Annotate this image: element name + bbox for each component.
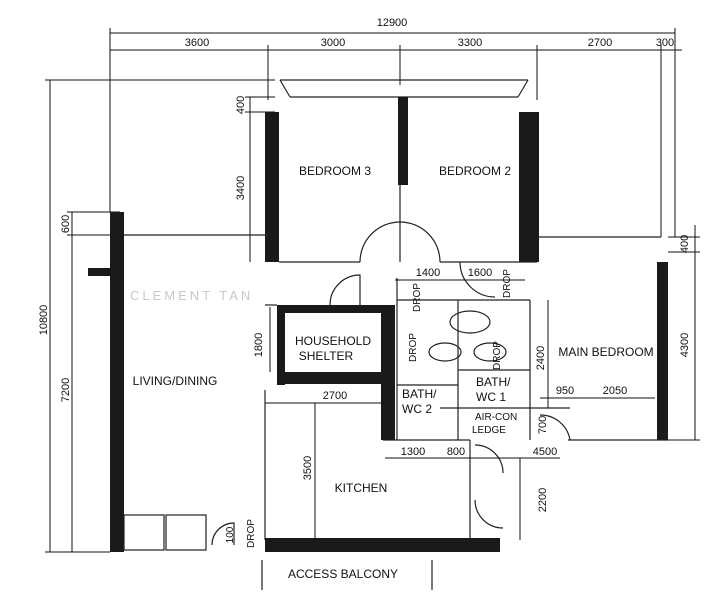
dim-4500: 4500 xyxy=(533,446,557,458)
dim-800: 800 xyxy=(447,446,465,458)
dim-top-5: 300 xyxy=(656,37,674,49)
label-access-balcony: ACCESS BALCONY xyxy=(288,567,398,581)
watermark: CLEMENT TAN xyxy=(130,288,253,303)
label-bath-wc2-a: BATH/ xyxy=(402,387,437,401)
label-bedroom-3: BEDROOM 3 xyxy=(299,164,371,178)
walls xyxy=(88,79,668,590)
dim-right-4300: 4300 xyxy=(679,333,691,357)
door-swings xyxy=(211,221,571,546)
label-household: HOUSEHOLD xyxy=(295,334,371,348)
drop-label: DROP xyxy=(246,519,257,548)
dim-top-2: 3000 xyxy=(321,37,345,49)
dim-2200: 2200 xyxy=(537,488,549,512)
dim-2700: 2700 xyxy=(323,390,347,402)
dim-1800: 1800 xyxy=(253,333,265,357)
dim-100: 100 xyxy=(225,526,236,543)
dim-top-1: 3600 xyxy=(185,37,209,49)
dim-bed3-3400: 3400 xyxy=(235,176,247,200)
drop-label: DROP xyxy=(412,283,423,312)
drop-label: DROP xyxy=(492,341,503,370)
dim-600: 600 xyxy=(60,215,72,233)
label-shelter: SHELTER xyxy=(299,349,354,363)
label-living-dining: LIVING/DINING xyxy=(133,374,218,388)
dim-overall-height: 10800 xyxy=(38,305,50,336)
dim-1400: 1400 xyxy=(416,267,440,279)
dim-top-3: 3300 xyxy=(458,37,482,49)
dim-1600: 1600 xyxy=(468,267,492,279)
interior-dimensions: 1400 1600 1800 2700 3500 2400 950 2050 7… xyxy=(225,267,655,543)
dim-2050: 2050 xyxy=(603,385,627,397)
label-aircon: AIR-CON xyxy=(475,412,517,423)
left-dimensions: 10800 7200 600 400 3400 xyxy=(38,79,275,553)
dim-1300: 1300 xyxy=(401,446,425,458)
right-dimensions: 400 4300 xyxy=(668,225,700,441)
dim-950: 950 xyxy=(556,385,574,397)
label-ledge: LEDGE xyxy=(472,425,506,436)
dim-2400: 2400 xyxy=(535,346,547,370)
dim-3500: 3500 xyxy=(302,456,314,480)
label-main-bedroom: MAIN BEDROOM xyxy=(558,345,653,359)
label-bath-wc1-a: BATH/ xyxy=(476,375,511,389)
dim-bed3-400: 400 xyxy=(235,96,247,114)
drop-labels: DROP DROP DROP DROP DROP xyxy=(246,269,513,548)
label-bath-wc2-b: WC 2 xyxy=(402,402,432,416)
label-kitchen: KITCHEN xyxy=(335,481,388,495)
label-bath-wc1-b: WC 1 xyxy=(476,390,506,404)
top-dimensions: 12900 3600 3000 3300 2700 300 xyxy=(109,17,682,237)
dim-7200: 7200 xyxy=(60,378,72,402)
drop-label: DROP xyxy=(502,269,513,298)
drop-label: DROP xyxy=(408,333,419,362)
dim-top-4: 2700 xyxy=(588,37,612,49)
label-bedroom-2: BEDROOM 2 xyxy=(439,164,511,178)
dim-overall-width: 12900 xyxy=(377,17,408,29)
room-labels: BEDROOM 3 BEDROOM 2 MAIN BEDROOM LIVING/… xyxy=(133,164,654,581)
dim-right-400: 400 xyxy=(679,235,691,253)
dim-700: 700 xyxy=(537,416,549,434)
